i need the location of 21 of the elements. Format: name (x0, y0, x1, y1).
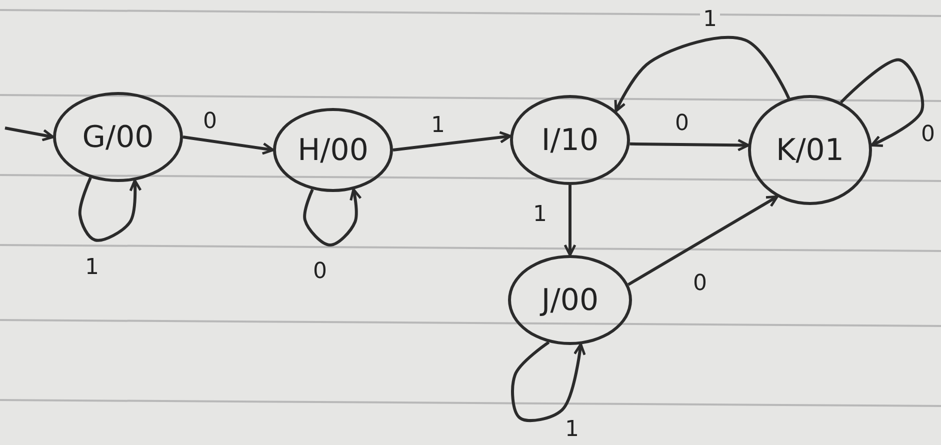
arrow (614, 36, 790, 112)
state-ellipse (508, 255, 632, 345)
arrow (630, 138, 750, 152)
arrow (4, 126, 54, 142)
state-label: J/00 (541, 282, 599, 318)
state-ellipse (510, 95, 630, 185)
self-loop-arrow (511, 341, 586, 422)
state-ellipse (53, 92, 183, 182)
self-loop-arrow (78, 177, 142, 242)
state-label: H/00 (298, 132, 368, 168)
state-ellipse (273, 108, 393, 192)
self-loop-arrow (840, 58, 924, 147)
state-label: G/00 (82, 120, 154, 154)
state-ellipse (748, 95, 872, 205)
arrow (564, 185, 576, 256)
arrow (392, 131, 512, 152)
state-label: I/10 (541, 122, 599, 158)
state-label: K/01 (776, 132, 844, 168)
arrow (628, 195, 778, 286)
self-loop-arrow (303, 188, 362, 246)
arrow (182, 136, 274, 155)
